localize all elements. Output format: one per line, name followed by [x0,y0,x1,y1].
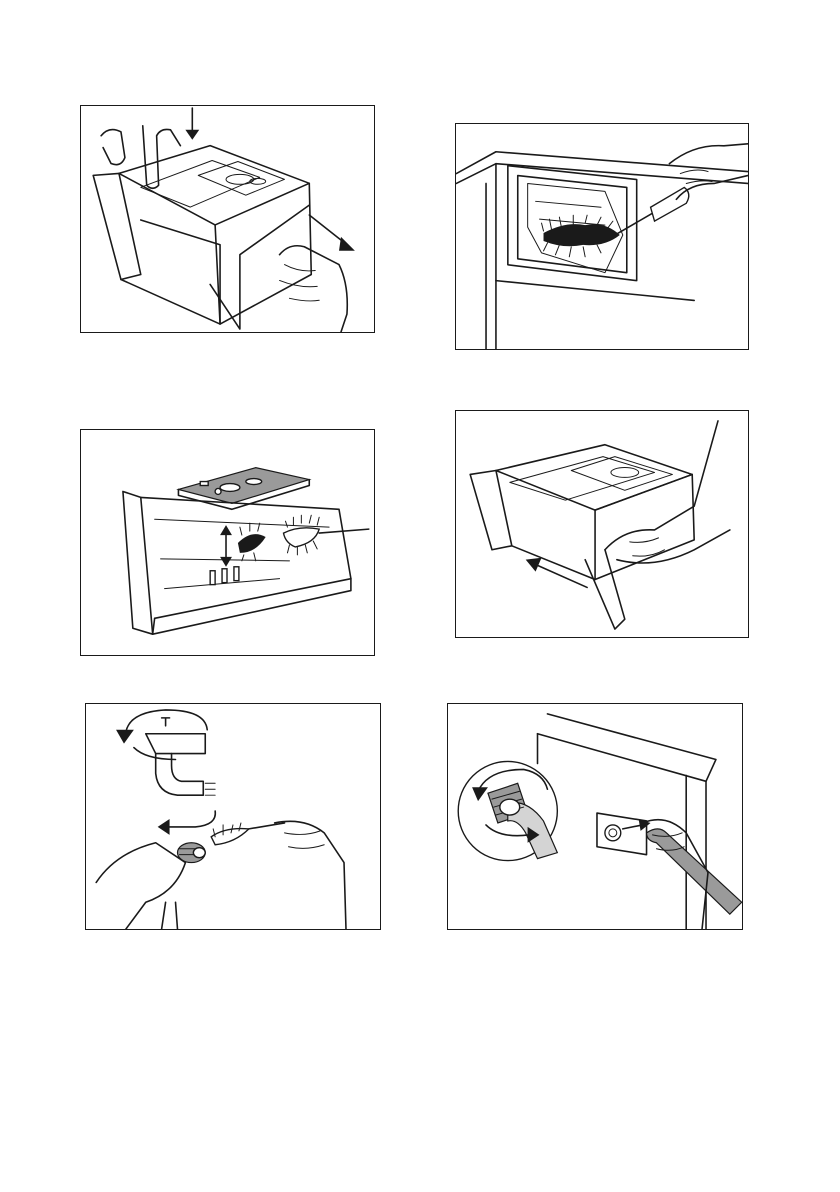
illustration-clean-drawer [80,429,375,656]
dispenser-recess-brush-icon [456,124,748,349]
illustration-clean-inlet-filter [85,703,381,930]
illustration-clean-recess [455,123,749,350]
illustration-remove-hose-filter [447,703,743,930]
illustration-insert-drawer [455,410,749,638]
inlet-hose-filter-remove-icon [448,704,742,929]
dispenser-drawer-insert-icon [456,411,748,637]
dispenser-drawer-clean-icon [81,430,374,655]
illustration-remove-drawer [80,105,375,333]
dispenser-drawer-remove-icon [81,106,374,332]
inlet-filter-tap-clean-icon [86,704,380,929]
